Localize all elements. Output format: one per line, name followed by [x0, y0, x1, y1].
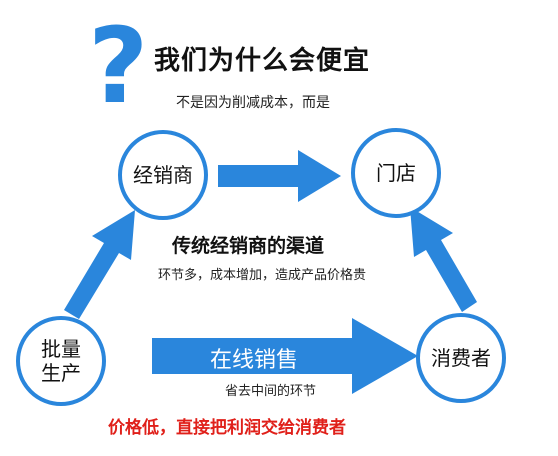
arrow-consumer-to-store: [410, 207, 477, 312]
node-factory-label: 批量 生产: [41, 337, 81, 385]
online-sales-label: 在线销售: [210, 348, 299, 373]
bottom-message: 价格低，直接把利润交给消费者: [108, 418, 346, 438]
node-dealer-label: 经销商: [133, 163, 193, 187]
node-store: 门店: [351, 128, 441, 218]
online-sales-note: 省去中间的环节: [225, 384, 317, 399]
traditional-channel-note: 环节多，成本增加，造成产品价格贵: [158, 268, 367, 283]
node-factory: 批量 生产: [16, 316, 106, 406]
arrow-online-sales: [152, 318, 418, 394]
traditional-channel-title: 传统经销商的渠道: [172, 235, 325, 257]
node-dealer: 经销商: [118, 130, 208, 220]
node-consumer-label: 消费者: [431, 346, 491, 370]
node-store-label: 门店: [376, 161, 416, 185]
arrow-dealer-to-store: [218, 150, 341, 202]
question-mark-icon: ?: [88, 5, 149, 127]
arrow-factory-to-dealer: [64, 210, 135, 319]
node-consumer: 消费者: [416, 313, 506, 403]
page-title: 我们为什么会便宜: [154, 46, 371, 76]
page-subtitle: 不是因为削减成本，而是: [176, 95, 330, 111]
